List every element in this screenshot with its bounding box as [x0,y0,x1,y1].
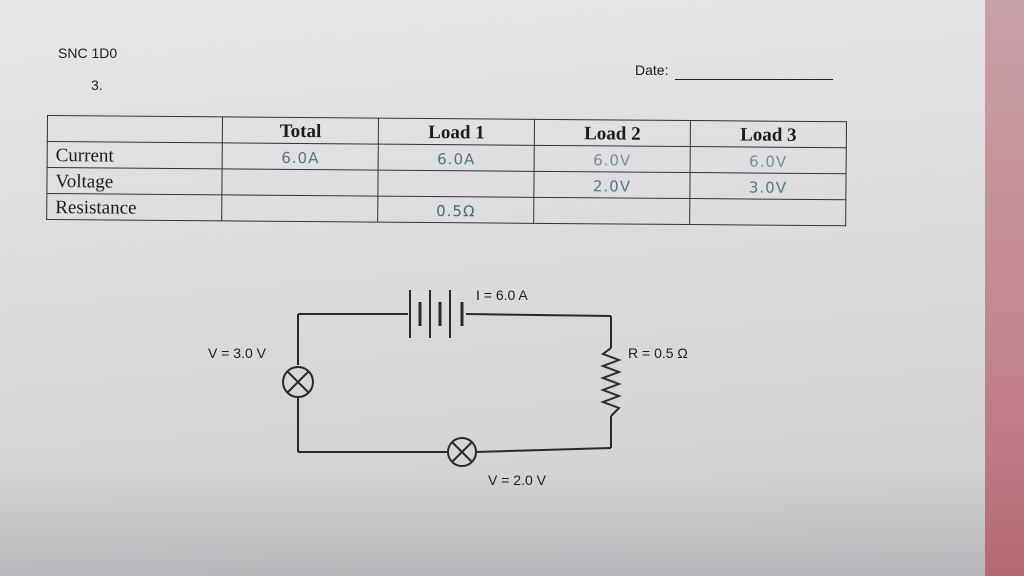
desk-edge [985,0,1024,576]
date-line [675,79,833,80]
worksheet-paper [0,0,985,576]
battery-icon [409,290,464,338]
wire-bottom-right [475,447,612,453]
lamp-left-icon [282,366,314,398]
resistor-icon [600,347,622,417]
v3-label: V = 3.0 V [208,345,266,361]
date-label: Date: [635,62,669,78]
question-number: 3. [91,77,103,93]
v2-label: V = 2.0 V [488,472,546,488]
wire-top-right [465,313,612,317]
total-current-label: I = 6.0 A [476,287,528,303]
course-code: SNC 1D0 [58,45,118,61]
lamp-bottom-icon [447,437,477,467]
r1-label: R = 0.5 Ω [628,345,688,361]
